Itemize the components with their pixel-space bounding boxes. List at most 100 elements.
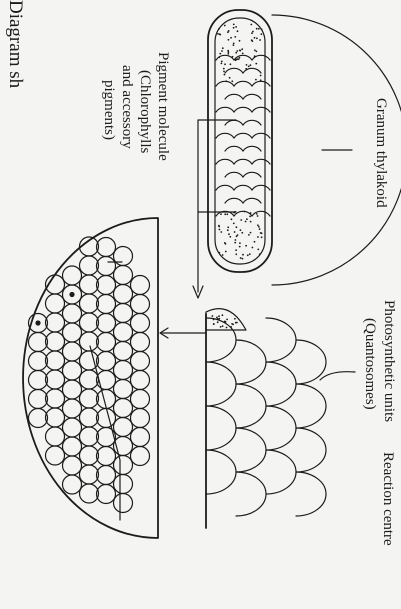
- stipple-dot: [246, 64, 248, 66]
- quantosome-unit: [236, 428, 266, 472]
- stipple-dot: [257, 236, 259, 238]
- granum-tube-inner: [215, 18, 265, 264]
- pigment-molecule: [29, 409, 48, 428]
- stipple-dot: [231, 80, 233, 82]
- pigment-molecule: [114, 266, 133, 285]
- pigment-molecule: [46, 370, 65, 389]
- pigment-molecule: [114, 323, 133, 342]
- stipple-dot: [248, 234, 250, 236]
- stipple-dot: [221, 61, 223, 63]
- stipple-dot: [219, 229, 221, 231]
- stipple-dot: [247, 254, 249, 256]
- pigment-molecule: [131, 371, 150, 390]
- label-pigment-1: Pigment molecule: [155, 52, 171, 161]
- stipple-dot: [259, 228, 261, 230]
- granum-stipple: [217, 24, 262, 260]
- quantosome-unit: [296, 428, 326, 472]
- stipple-dot: [224, 74, 226, 76]
- label-granum: Granum thylakoid: [373, 98, 389, 208]
- thylakoid-scale: [252, 107, 270, 112]
- pigment-core: [69, 292, 74, 297]
- stipple-dot: [230, 326, 232, 328]
- stipple-dot: [259, 253, 261, 255]
- stipple-dot: [217, 321, 219, 323]
- pigment-molecule: [29, 333, 48, 352]
- stipple-dot: [257, 215, 259, 217]
- granum-scales: [216, 55, 270, 216]
- label-pigment-3: and accessory: [119, 65, 135, 149]
- pigment-molecule: [46, 313, 65, 332]
- quantosome-unit: [266, 450, 296, 494]
- caption: Diagram sh: [5, 0, 26, 89]
- pigment-molecule: [114, 418, 133, 437]
- quantosome-unit: [296, 472, 326, 516]
- label-photosynthetic-units: Photosynthetic units: [381, 300, 397, 422]
- pigment-molecule: [97, 447, 116, 466]
- thylakoid-scale: [252, 133, 270, 138]
- stipple-dot: [250, 24, 252, 26]
- stipple-dot: [239, 57, 241, 59]
- quantosome-unit: [266, 362, 296, 406]
- pigment-molecule: [114, 494, 133, 513]
- stipple-dot: [254, 241, 256, 243]
- stipple-dot: [234, 231, 236, 233]
- stipple-dot: [228, 39, 230, 41]
- pigment-molecule: [63, 361, 82, 380]
- stipple-dot: [219, 53, 221, 55]
- thylakoid-scale: [234, 159, 252, 164]
- stipple-dot: [236, 322, 238, 324]
- thylakoid-scale: [234, 81, 252, 86]
- stipple-dot: [242, 254, 244, 256]
- stipple-dot: [220, 231, 222, 233]
- stipple-dot: [222, 314, 224, 316]
- stipple-dot: [230, 63, 232, 65]
- stipple-dot: [239, 40, 241, 42]
- pigment-half-disc: [23, 218, 158, 538]
- pigment-molecule: [114, 285, 133, 304]
- stipple-dot: [225, 243, 227, 245]
- thylakoid-scale: [243, 172, 261, 177]
- pigment-molecule: [63, 266, 82, 285]
- stipple-dot: [226, 319, 228, 321]
- pigment-molecule: [97, 352, 116, 371]
- stipple-dot: [237, 234, 239, 236]
- pigment-molecules: [29, 237, 150, 513]
- stipple-dot: [235, 26, 237, 28]
- pigment-molecule: [97, 333, 116, 352]
- stipple-dot: [251, 39, 253, 41]
- pigment-molecule: [46, 408, 65, 427]
- quantosome-unit: [266, 406, 296, 450]
- pigment-core: [35, 320, 40, 325]
- stipple-dot: [256, 51, 258, 53]
- quantosome-stack: [160, 309, 355, 528]
- stipple-dot: [218, 226, 220, 228]
- stipple-dot: [235, 239, 237, 241]
- stipple-dot: [245, 221, 247, 223]
- pigment-molecule: [131, 333, 150, 352]
- granum-selection-box: [198, 120, 236, 212]
- quantosome-unit: [236, 340, 266, 384]
- pigment-molecule: [80, 465, 99, 484]
- thylakoid-scale: [216, 81, 234, 86]
- pigment-molecule: [80, 294, 99, 313]
- stipple-dot: [257, 224, 259, 226]
- thylakoid-scale: [252, 81, 270, 86]
- thylakoid-scale: [243, 146, 261, 151]
- pigment-molecule: [63, 342, 82, 361]
- thylakoid-scale: [216, 55, 234, 60]
- stipple-dot: [252, 247, 254, 249]
- thylakoid-scale: [225, 198, 243, 203]
- stipple-dot: [246, 218, 248, 220]
- quantosome-unit: [206, 318, 236, 362]
- stipple-dot: [212, 315, 214, 317]
- pigment-molecule: [46, 427, 65, 446]
- pigment-molecule: [131, 276, 150, 295]
- quantosome-unit: [236, 384, 266, 428]
- pigment-molecule: [97, 314, 116, 333]
- stipple-dot: [234, 36, 236, 38]
- stipple-dot: [233, 24, 235, 26]
- pigment-molecule: [114, 475, 133, 494]
- granum-thylakoid: [193, 10, 401, 298]
- stipple-dot: [239, 49, 241, 51]
